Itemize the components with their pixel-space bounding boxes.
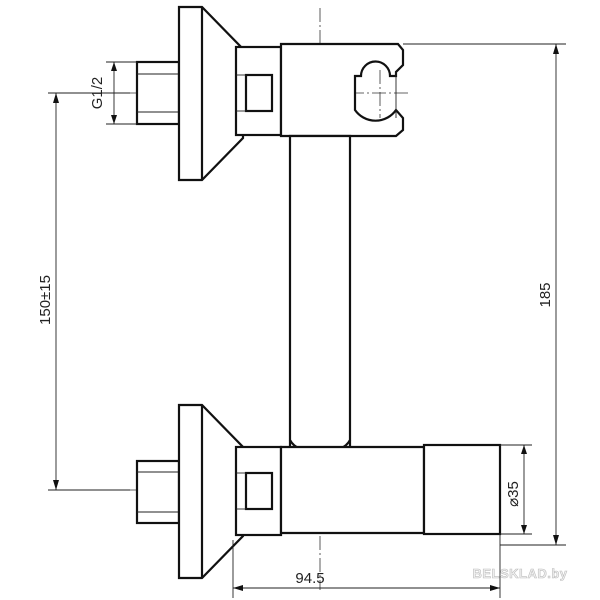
depth-label: 94.5 (295, 570, 324, 587)
dimension-inlet-spacing: 150±15 (37, 92, 130, 491)
watermark: BELSKLAD.by (472, 566, 567, 581)
overall-height-label: 185 (537, 282, 554, 307)
lower-connector (135, 459, 181, 525)
shower-holder-body (279, 42, 405, 138)
dimension-body-diameter: ⌀35 (500, 444, 532, 535)
dimension-depth: 94.5 (232, 534, 501, 598)
vertical-tube (288, 134, 352, 454)
inlet-spacing-label: 150±15 (37, 275, 54, 325)
upper-flange (177, 5, 245, 182)
dimension-overall-height: 185 (403, 43, 566, 546)
upper-union-nut (234, 45, 283, 137)
body-diameter-label: ⌀35 (505, 481, 522, 507)
upper-connector (135, 60, 181, 126)
lower-union-nut (234, 445, 283, 537)
mixer-body (279, 440, 502, 536)
